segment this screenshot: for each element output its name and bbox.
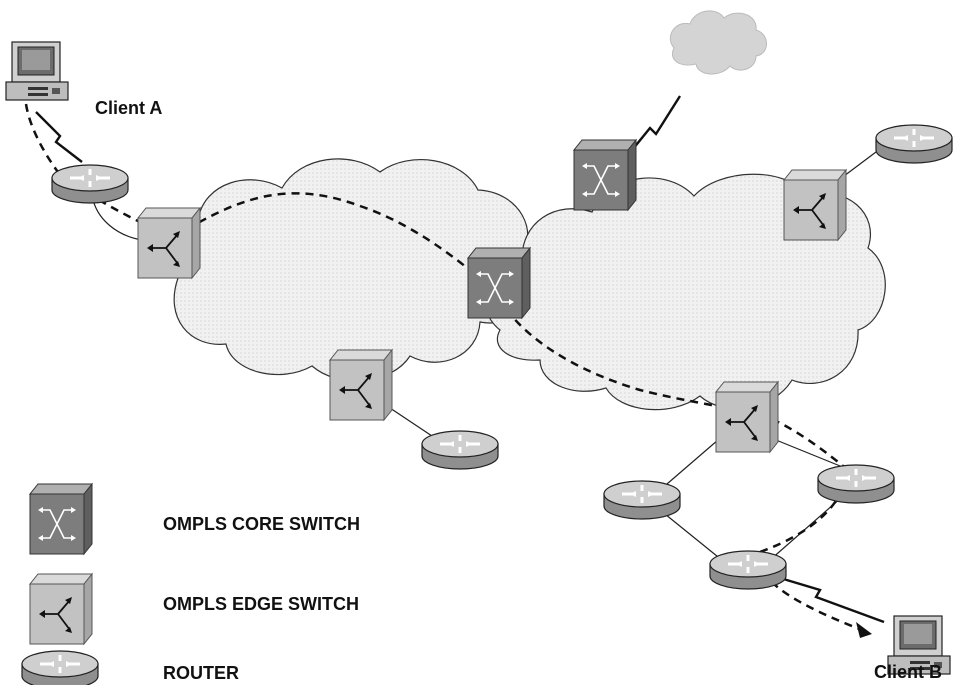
client-a-label: Client A bbox=[95, 98, 163, 118]
client-b-label: Client B bbox=[874, 662, 943, 682]
legend-edge-switch-label: OMPLS EDGE SWITCH bbox=[163, 594, 360, 614]
internet-cloud bbox=[669, 10, 767, 75]
router-bottom-left-cloud[interactable] bbox=[420, 429, 500, 471]
edge-switch-left[interactable] bbox=[137, 207, 201, 279]
router-bottom-left[interactable] bbox=[602, 479, 682, 521]
edge-switch-top-right[interactable] bbox=[783, 169, 847, 241]
router-bottom-right[interactable] bbox=[816, 463, 896, 505]
legend-edge-switch-icon bbox=[29, 573, 93, 645]
router-client-a[interactable] bbox=[50, 163, 130, 205]
router-top-right[interactable] bbox=[874, 123, 954, 165]
legend-router-icon bbox=[20, 649, 100, 685]
router-client-b[interactable] bbox=[708, 549, 788, 591]
legend-router-label: ROUTER bbox=[163, 663, 239, 683]
wireless-links bbox=[35, 95, 885, 624]
edge-switch-right[interactable] bbox=[715, 381, 779, 453]
client-a-computer-icon[interactable] bbox=[5, 41, 69, 101]
core-switch-top[interactable] bbox=[573, 139, 637, 211]
core-switch-center[interactable] bbox=[467, 247, 531, 319]
legend-core-switch-icon bbox=[29, 483, 93, 555]
edge-switch-bottom[interactable] bbox=[329, 349, 393, 421]
legend-core-switch-label: OMPLS CORE SWITCH bbox=[163, 514, 360, 534]
